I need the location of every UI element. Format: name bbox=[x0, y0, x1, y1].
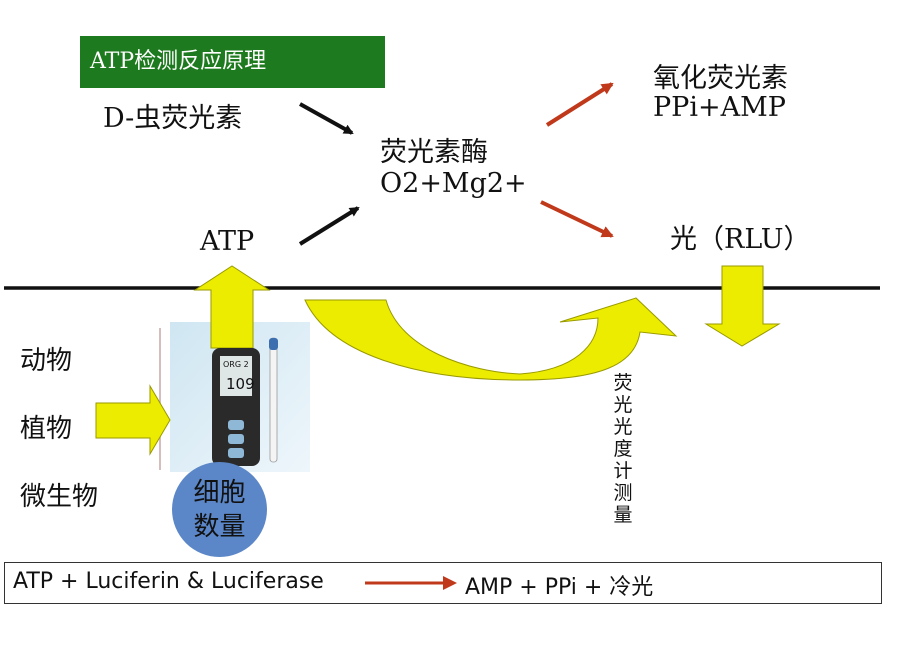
cell-count-line2: 数量 bbox=[193, 511, 246, 542]
product-label-1: 氧化荧光素 bbox=[653, 63, 788, 94]
source-animal: 动物 bbox=[20, 346, 73, 376]
light-down-arrow bbox=[704, 265, 781, 347]
atp-label: ATP bbox=[200, 226, 255, 257]
product-label-2: PPi+AMP bbox=[653, 92, 786, 123]
light-label: 光（RLU） bbox=[670, 224, 811, 255]
device-screen-value: 109 bbox=[226, 375, 255, 393]
equation-right: AMP + PPi + 冷光 bbox=[465, 575, 654, 600]
atp-up-arrow bbox=[193, 265, 271, 349]
enzyme-label: 荧光素酶 bbox=[380, 137, 488, 168]
luminometer-device bbox=[212, 337, 278, 466]
cell-count-line1: 细胞 bbox=[193, 477, 246, 508]
device-screen-top: ORG 2 bbox=[223, 360, 249, 369]
source-microbe: 微生物 bbox=[20, 482, 99, 512]
source-input-arrow bbox=[95, 384, 171, 456]
diagram-title: ATP检测反应原理 bbox=[80, 36, 385, 88]
product-arrow bbox=[545, 82, 614, 127]
substrate-label: D-虫荧光素 bbox=[103, 103, 243, 134]
measurement-label: 荧光光度计测量 bbox=[613, 372, 633, 526]
light-arrow bbox=[540, 200, 614, 238]
source-plant: 植物 bbox=[20, 414, 73, 444]
substrate-arrow bbox=[299, 102, 354, 135]
cofactor-label: O2+Mg2+ bbox=[380, 168, 527, 199]
cell-count-circle: 细胞 数量 bbox=[172, 462, 267, 557]
equation-left: ATP + Luciferin & Luciferase bbox=[13, 569, 324, 594]
equation-box: ATP + Luciferin & Luciferase AMP + PPi +… bbox=[4, 562, 882, 604]
atp-arrow bbox=[298, 206, 360, 246]
light-curve-arrow bbox=[304, 297, 678, 381]
equation-arrow bbox=[365, 576, 457, 590]
